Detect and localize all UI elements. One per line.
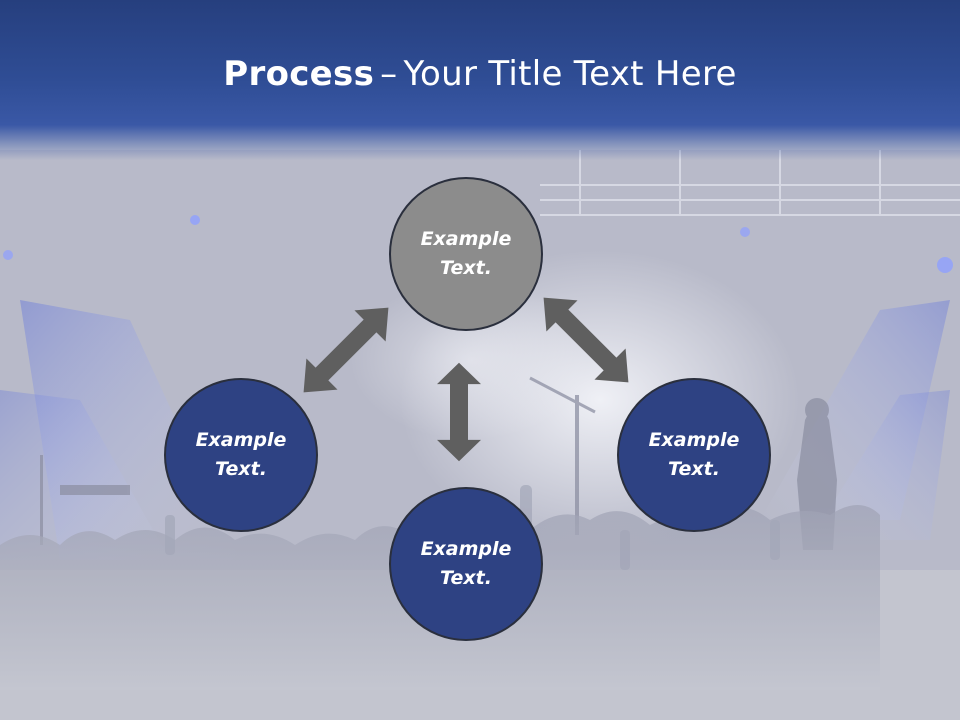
arrow-top-right — [528, 282, 644, 398]
node-left-label: Example Text. — [195, 429, 287, 480]
title-bold-part: Process — [223, 54, 375, 94]
node-bottom-label: Example Text. — [420, 538, 512, 589]
title-bar — [0, 0, 960, 160]
node-top: Example Text. — [389, 177, 543, 331]
node-right: Example Text. — [617, 378, 771, 532]
node-left: Example Text. — [164, 378, 318, 532]
node-top-label: Example Text. — [420, 228, 512, 279]
node-bottom: Example Text. — [389, 487, 543, 641]
arrow-top-bottom — [437, 362, 481, 462]
slide-title: Process–Your Title Text Here — [0, 50, 960, 98]
node-right-label: Example Text. — [648, 429, 740, 480]
title-rest: Your Title Text Here — [403, 54, 737, 94]
arrow-top-left — [288, 292, 404, 408]
title-dash: – — [380, 54, 398, 94]
